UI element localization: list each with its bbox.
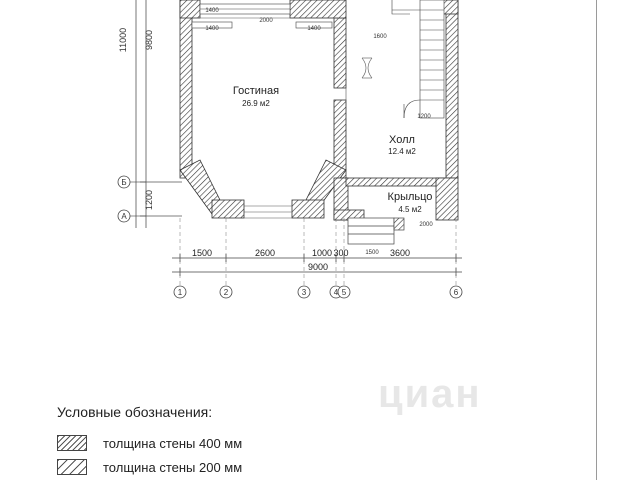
dim-bottom-3: 1000 xyxy=(312,248,332,258)
legend-title: Условные обозначения: xyxy=(57,404,213,420)
svg-text:5: 5 xyxy=(342,288,347,297)
left-dimension-lines xyxy=(135,0,182,228)
legend-row-wall-200: толщина стены 200 мм xyxy=(57,456,242,478)
hall-door xyxy=(345,57,373,100)
svg-text:3: 3 xyxy=(302,288,307,297)
legend-swatch-200 xyxy=(57,459,87,475)
dim-top-mid: 2000 xyxy=(259,18,273,24)
dim-top-c: 1400 xyxy=(307,26,321,32)
dim-left-total: 11000 xyxy=(118,28,128,52)
dim-hall-right: 1200 xyxy=(417,114,431,120)
svg-text:Б: Б xyxy=(121,178,126,187)
legend-label-400: толщина стены 400 мм xyxy=(103,435,243,451)
axis-marker-a: А xyxy=(117,209,131,223)
room-porch-area: 4.5 м2 xyxy=(398,205,422,214)
dim-porch-a: 2000 xyxy=(419,222,433,228)
dim-bottom-4: 300 xyxy=(333,248,348,258)
dim-bottom-5: 3600 xyxy=(390,248,410,258)
watermark: циан xyxy=(378,372,482,416)
page-right-border xyxy=(596,0,597,480)
dim-bottom-2: 2600 xyxy=(255,248,275,258)
axis-marker-3: 3 xyxy=(297,285,311,299)
dim-left-bottom: 1200 xyxy=(144,190,154,210)
hall-walls xyxy=(333,177,459,221)
porch-steps xyxy=(347,217,405,245)
room-hall-name: Холл xyxy=(389,134,415,146)
top-windows xyxy=(191,3,333,29)
legend-row-wall-400: толщина стены 400 мм xyxy=(57,432,242,454)
room-living-area: 26.9 м2 xyxy=(242,99,270,108)
bottom-dimension-lines xyxy=(172,254,462,276)
svg-text:1: 1 xyxy=(178,288,183,297)
dim-bottom-total: 9000 xyxy=(308,262,328,272)
svg-text:4: 4 xyxy=(334,288,339,297)
legend-label-200: толщина стены 200 мм xyxy=(103,459,243,475)
svg-text:6: 6 xyxy=(454,288,459,297)
dim-porch-b: 1500 xyxy=(365,250,379,256)
axis-marker-5: 5 xyxy=(337,285,351,299)
dim-hall-top: 1600 xyxy=(373,34,387,40)
axis-marker-2: 2 xyxy=(219,285,233,299)
axis-marker-b: Б xyxy=(117,175,131,189)
bay-window xyxy=(179,159,347,219)
dim-bottom-1: 1500 xyxy=(192,248,212,258)
axis-marker-6: 6 xyxy=(449,285,463,299)
room-living-name: Гостиная xyxy=(233,85,279,97)
svg-text:2: 2 xyxy=(224,288,229,297)
axis-marker-1: 1 xyxy=(173,285,187,299)
room-hall-area: 12.4 м2 xyxy=(388,147,416,156)
dim-top-b: 1400 xyxy=(205,26,219,32)
dim-top-a: 1400 xyxy=(205,8,219,14)
dim-left-inner: 9800 xyxy=(144,30,154,50)
svg-text:А: А xyxy=(121,212,127,221)
room-porch-name: Крыльцо xyxy=(388,191,433,203)
stairs xyxy=(391,0,445,119)
bay-glass xyxy=(244,205,292,219)
legend-swatch-400 xyxy=(57,435,87,451)
